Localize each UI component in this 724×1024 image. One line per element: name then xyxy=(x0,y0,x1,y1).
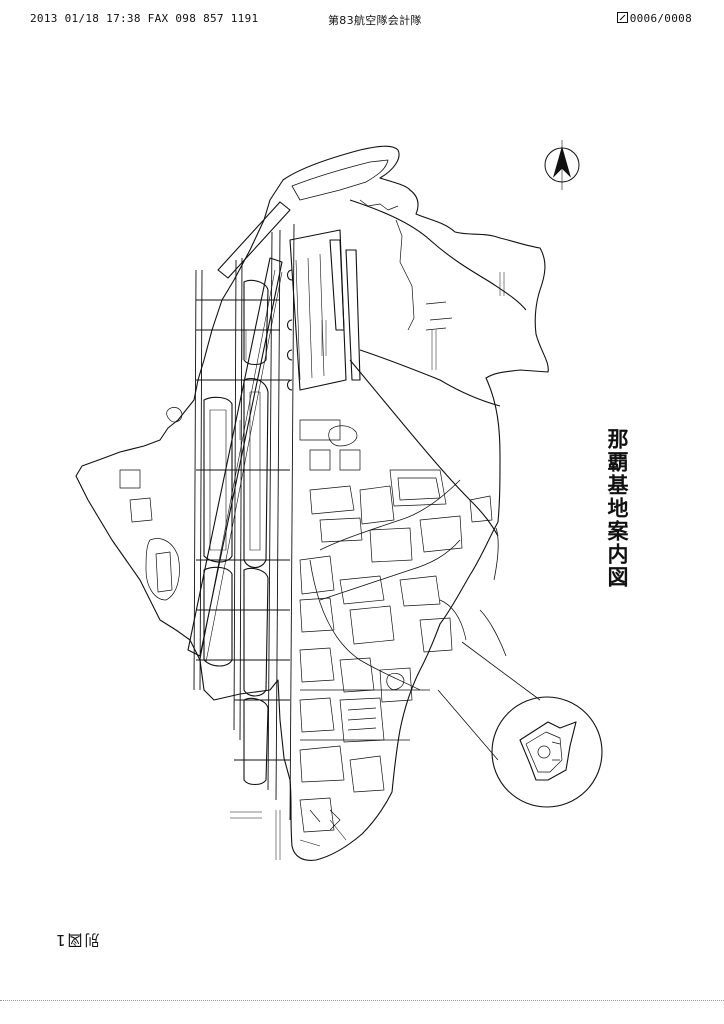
fax-header-page: 0006/0008 xyxy=(616,12,692,25)
map-title: 那覇基地案内図 xyxy=(605,428,629,589)
fax-header: 2013 01/18 17:38 FAX 098 857 1191 第83航空隊… xyxy=(0,12,724,28)
north-arrow-icon xyxy=(544,140,580,190)
fax-header-left: 2013 01/18 17:38 FAX 098 857 1191 xyxy=(30,12,259,25)
runway-main xyxy=(217,201,291,279)
inset-leader-lines xyxy=(437,641,541,761)
fax-page-number: 0006/0008 xyxy=(629,12,692,25)
scan-edge-line xyxy=(0,1000,724,1003)
base-outline xyxy=(75,145,549,861)
figure-label: 別図1 xyxy=(54,931,100,949)
inset-circle xyxy=(491,696,603,808)
fax-page-icon xyxy=(616,12,628,23)
fax-header-sender: 第83航空隊会計隊 xyxy=(328,14,422,27)
